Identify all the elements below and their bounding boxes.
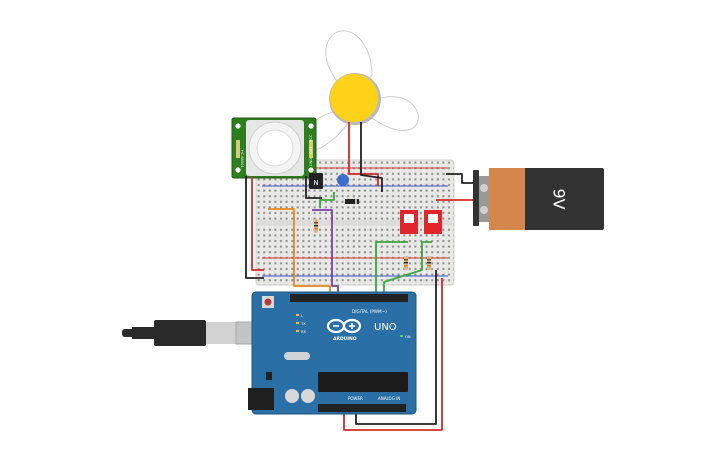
tx-label: TX xyxy=(300,322,306,326)
npn-transistor[interactable]: N xyxy=(309,173,323,189)
dc-power-jack xyxy=(248,388,274,410)
wire-orange-signal[interactable] xyxy=(268,208,331,296)
wire-fan-red[interactable] xyxy=(348,122,379,186)
crystal-oscillator xyxy=(284,352,310,360)
battery-clip xyxy=(473,170,479,226)
battery-voltage-label: 9V xyxy=(550,188,569,209)
led-l-label: L xyxy=(301,314,303,318)
usb-cable[interactable] xyxy=(122,320,261,346)
pir-pin-label-vcc: VCC xyxy=(309,134,313,142)
resistor-pulldown-1[interactable] xyxy=(404,256,408,270)
led-tx xyxy=(296,322,299,324)
diode[interactable] xyxy=(345,199,359,204)
resistor-base[interactable] xyxy=(314,219,318,233)
battery-terminals xyxy=(479,176,489,222)
wire-green-switch-1[interactable] xyxy=(375,241,408,296)
pir-pot-right xyxy=(309,140,313,158)
reset-button[interactable] xyxy=(264,298,272,306)
wire-fan-black[interactable] xyxy=(360,122,383,192)
wire-green-switch-2[interactable] xyxy=(383,241,432,296)
pir-pin-label-out: OUT xyxy=(309,146,313,154)
pir-pot-left xyxy=(236,140,240,158)
wire-pir-vcc-red[interactable] xyxy=(251,176,264,271)
digital-header xyxy=(290,294,408,302)
usb-plug-metal xyxy=(206,322,236,344)
led-rx xyxy=(296,330,299,332)
fan-blade-right xyxy=(367,96,419,131)
pir-motion-sensor[interactable]: HC-SR501 GND OUT VCC xyxy=(231,117,317,179)
wire-pir-out-black[interactable] xyxy=(305,176,322,199)
transistor-label: N xyxy=(313,179,318,187)
pir-model-label: HC-SR501 xyxy=(240,150,244,168)
battery-terminal-pos xyxy=(480,206,488,214)
board-model-label: UNO xyxy=(374,322,397,333)
pir-screw-hole-tr xyxy=(308,123,314,129)
battery-label-band xyxy=(489,168,525,230)
wire-pir-gnd-black[interactable] xyxy=(245,176,264,279)
battery-9v[interactable]: 9V xyxy=(473,168,604,230)
led-l xyxy=(296,314,299,316)
wire-green-transistor[interactable] xyxy=(319,192,335,208)
pir-pin-label-gnd: GND xyxy=(309,158,313,166)
capacitor-c1 xyxy=(285,389,299,403)
voltage-regulator xyxy=(266,372,272,380)
pir-lens xyxy=(256,129,294,167)
wire-battery-black[interactable] xyxy=(446,173,473,184)
capacitor-c2 xyxy=(301,389,315,403)
capacitor[interactable] xyxy=(337,174,349,186)
pir-screw-hole-bl xyxy=(235,167,241,173)
wires xyxy=(245,122,473,431)
analog-header-label: ANALOG IN xyxy=(378,396,400,401)
pir-screw-hole-tl xyxy=(235,123,241,129)
wire-purple-signal[interactable] xyxy=(312,209,339,296)
fan-hub xyxy=(330,74,378,122)
dip-switch-2[interactable] xyxy=(424,210,442,234)
battery-terminal-neg xyxy=(480,184,488,192)
breadboard-center-channel xyxy=(258,220,452,225)
led-on xyxy=(400,335,403,337)
dip-switch-1[interactable] xyxy=(400,210,418,234)
atmega-chip xyxy=(318,372,408,392)
wire-arduino-5v-red[interactable] xyxy=(343,278,443,431)
arduino-uno-board[interactable]: UNO ARDUINO DIGITAL (PWM~) POWER ANALOG … xyxy=(248,291,417,415)
usb-plug-body xyxy=(154,320,206,346)
dc-fan[interactable] xyxy=(303,30,419,151)
resistor-pulldown-2[interactable] xyxy=(427,256,431,270)
on-label: ON xyxy=(405,335,411,339)
board-brand-label: ARDUINO xyxy=(333,336,357,342)
power-analog-header xyxy=(318,404,406,412)
power-header-label: POWER xyxy=(348,396,363,401)
pir-screw-hole-br xyxy=(308,167,314,173)
digital-header-label: DIGITAL (PWM~) xyxy=(352,309,387,314)
rx-label: RX xyxy=(301,330,306,334)
arduino-logo xyxy=(326,318,362,334)
wire-arduino-gnd-black[interactable] xyxy=(355,270,437,425)
